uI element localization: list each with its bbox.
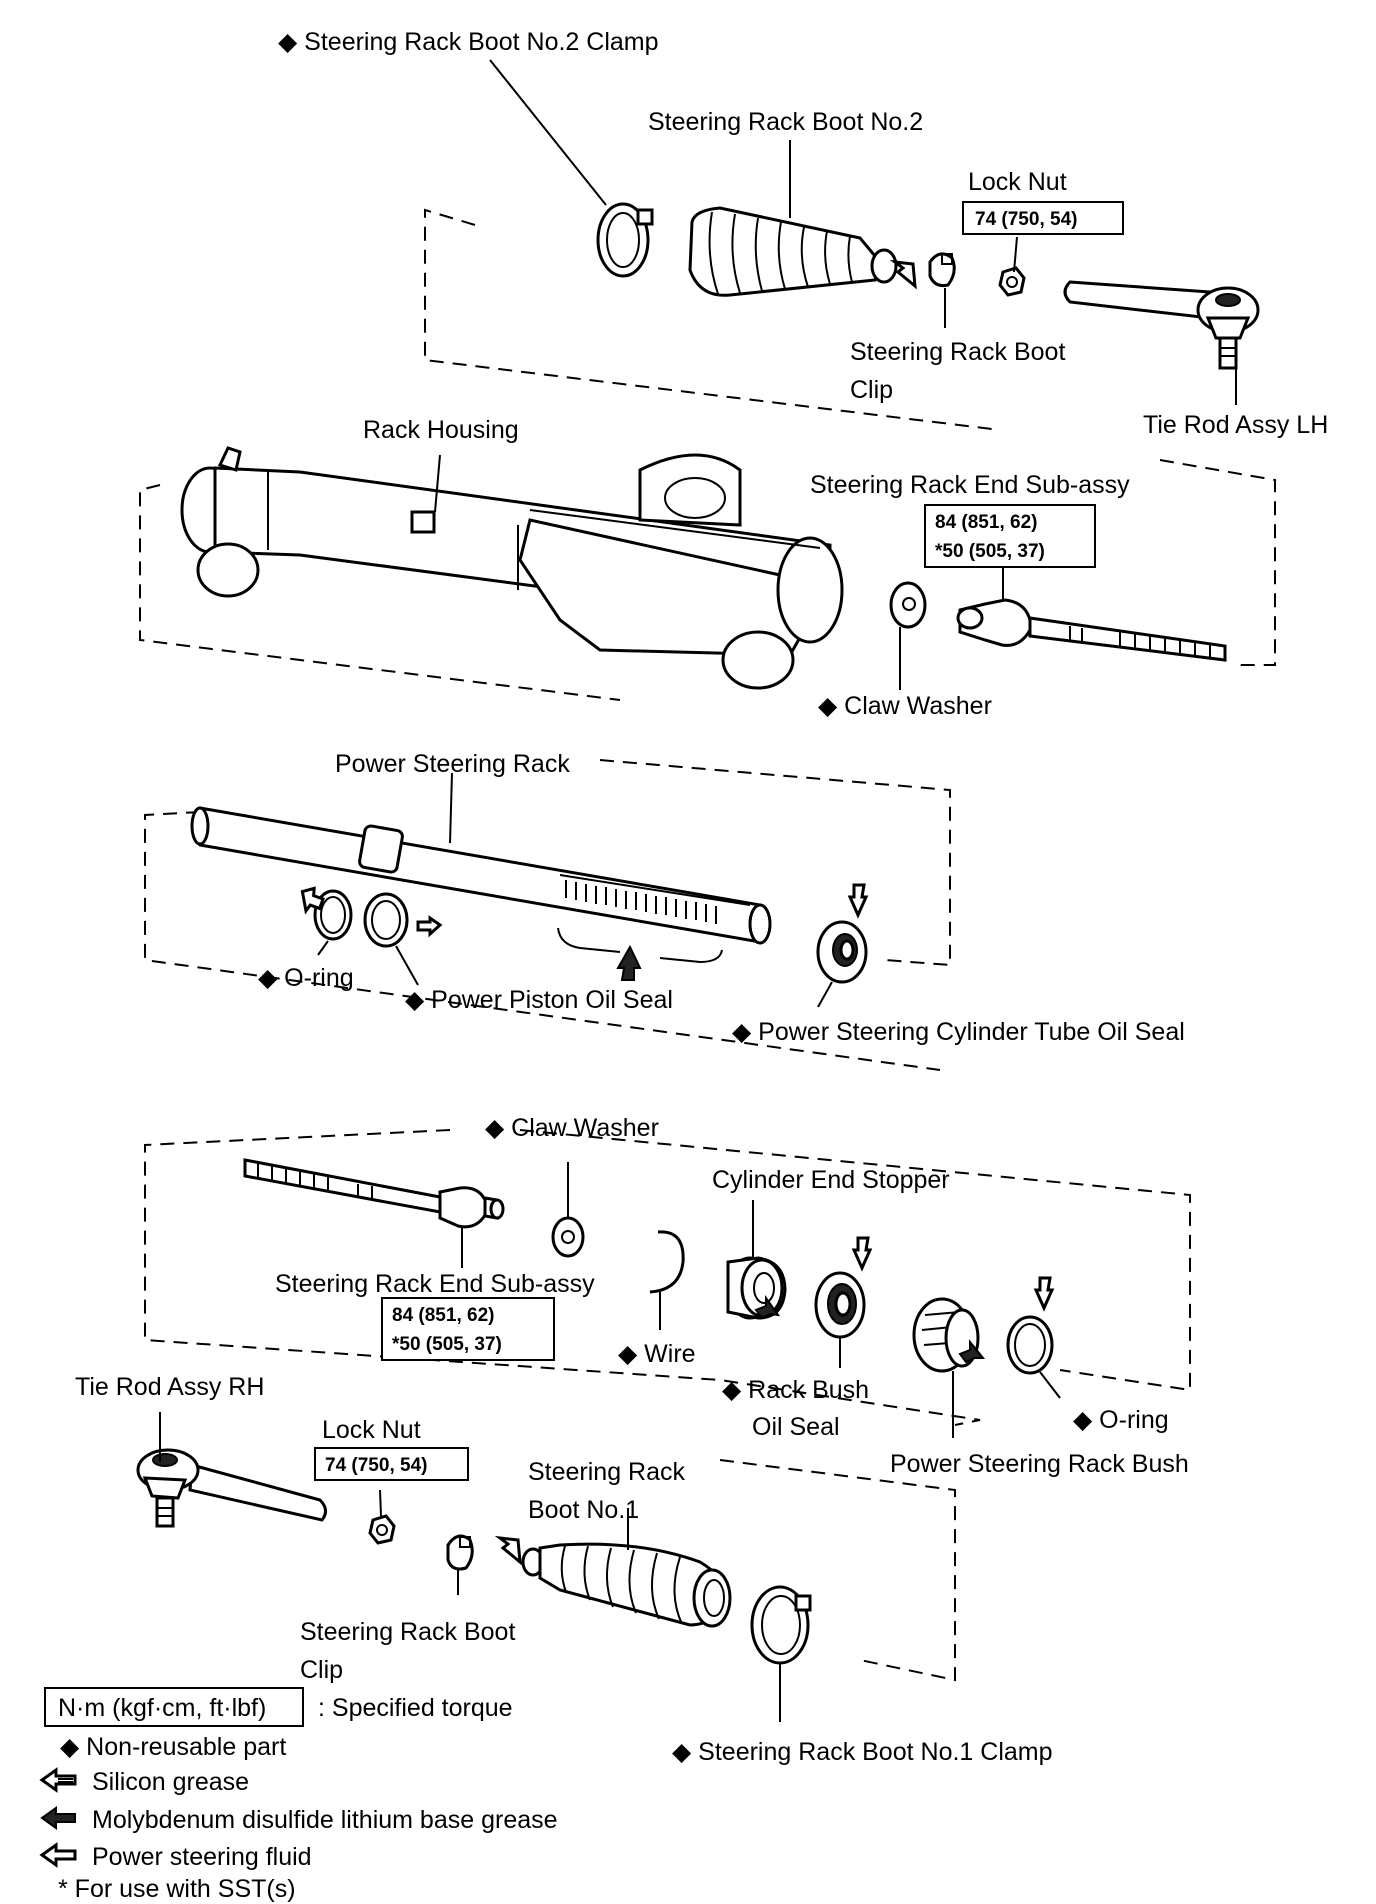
group-rack-bush [144, 1129, 1191, 1438]
cylinder-end-stopper-icon [726, 1256, 787, 1320]
torque-box-rack-end-top [924, 504, 1096, 568]
legend-ps-fluid: Power steering fluid [92, 1843, 312, 1871]
label-rack-housing: Rack Housing [363, 416, 519, 444]
label-tie-rod-rh: Tie Rod Assy RH [75, 1373, 264, 1401]
torque-lock-nut-top: 74 (750, 54) [975, 209, 1077, 230]
legend-non-reusable: ◆ Non-reusable part [60, 1733, 286, 1761]
silicon-grease-arrow-icon [494, 1535, 522, 1566]
claw-washer-bottom-icon [551, 1216, 585, 1258]
label-o-ring-right: ◆ O-ring [1073, 1406, 1169, 1434]
wire-icon [649, 1230, 685, 1294]
boot-clip-top-icon [928, 252, 956, 288]
tie-rod-lh-icon [1063, 280, 1260, 370]
label-boot-no1-line1: Steering Rack [528, 1458, 686, 1486]
label-rack-end-top: Steering Rack End Sub-assy [810, 471, 1130, 499]
label-power-steering-rack-bush: Power Steering Rack Bush [890, 1450, 1189, 1478]
torque-lock-nut-bottom: 74 (750, 54) [325, 1455, 427, 1476]
rack-end-top-icon [956, 598, 1227, 662]
torque-rack-end-bottom-2: *50 (505, 37) [392, 1334, 502, 1355]
molybdenum-grease-legend-icon [40, 1806, 76, 1830]
label-boot-no2-clamp: ◆ Steering Rack Boot No.2 Clamp [278, 28, 659, 56]
boot-no1-clamp-icon [750, 1585, 812, 1665]
label-claw-washer-bottom: ◆ Claw Washer [485, 1114, 659, 1142]
label-power-piston-oil-seal: ◆ Power Piston Oil Seal [405, 986, 673, 1014]
molybdenum-grease-arrow-icon [754, 1294, 781, 1320]
label-lock-nut-top: Lock Nut [968, 168, 1067, 196]
o-ring-right-icon [1006, 1315, 1054, 1375]
rack-bush-oil-seal-icon [814, 1271, 866, 1339]
label-boot-clip-bottom-line2: Clip [300, 1656, 343, 1684]
torque-box-rack-end-bottom [381, 1297, 555, 1361]
legend-torque-units: N·m (kgf·cm, ft·lbf) [58, 1694, 266, 1722]
rack-housing-icon [180, 446, 844, 690]
legend-silicon-grease: Silicon grease [92, 1768, 249, 1796]
torque-rack-end-top-1: 84 (851, 62) [935, 512, 1037, 533]
torque-rack-end-bottom-1: 84 (851, 62) [392, 1305, 494, 1326]
torque-boxes: 74 (750, 54) 84 (851, 62) *50 (505, 37) … [314, 201, 1124, 1481]
power-steering-fluid-arrow-icon [847, 883, 869, 919]
boot-clip-bottom-icon [446, 1534, 474, 1571]
molybdenum-grease-arrow-icon [958, 1339, 986, 1364]
molybdenum-grease-arrow-icon [616, 944, 642, 981]
torque-rack-end-top-2: *50 (505, 37) [935, 541, 1045, 562]
label-claw-washer-top: ◆ Claw Washer [818, 692, 992, 720]
group-boot-no2 [424, 59, 1260, 431]
label-boot-clip-top-line1: Steering Rack Boot [850, 338, 1065, 366]
boot-no2-clamp-icon [596, 202, 654, 278]
label-boot-clip-bottom-line1: Steering Rack Boot [300, 1618, 515, 1646]
group-boot-no1 [136, 1412, 956, 1722]
power-steering-fluid-legend-icon [39, 1842, 77, 1868]
legend: N·m (kgf·cm, ft·lbf) : Specified torque … [39, 1687, 558, 1903]
boot-no1-icon [521, 1542, 732, 1628]
legend-torque-box [44, 1687, 304, 1727]
label-boot-clip-top-line2: Clip [850, 376, 893, 404]
label-lock-nut-bottom: Lock Nut [322, 1416, 421, 1444]
lock-nut-bottom-icon [368, 1514, 396, 1545]
label-boot-no2: Steering Rack Boot No.2 [648, 108, 923, 136]
label-power-steering-rack: Power Steering Rack [335, 750, 570, 778]
power-steering-fluid-arrow-icon [416, 915, 443, 938]
cylinder-tube-oil-seal-icon [816, 920, 868, 984]
power-steering-fluid-arrow-icon [851, 1236, 873, 1272]
claw-washer-top-icon [889, 581, 927, 629]
label-boot-no1-clamp: ◆ Steering Rack Boot No.1 Clamp [672, 1738, 1053, 1766]
group-rack-housing [139, 446, 1276, 701]
labels: ◆ Steering Rack Boot No.2 Clamp Steering… [75, 28, 1328, 1766]
label-wire: ◆ Wire [618, 1340, 696, 1368]
power-steering-fluid-arrow-icon [300, 886, 325, 915]
label-tie-rod-lh: Tie Rod Assy LH [1143, 411, 1328, 439]
label-rack-end-bottom: Steering Rack End Sub-assy [275, 1270, 595, 1298]
legend-torque-desc: : Specified torque [318, 1694, 513, 1722]
group-power-steering-rack [144, 759, 951, 1071]
lock-nut-top-icon [998, 266, 1026, 297]
label-cylinder-end-stopper: Cylinder End Stopper [712, 1166, 950, 1194]
label-rack-bush-oil-seal-line2: Oil Seal [752, 1413, 840, 1441]
tie-rod-rh-icon [136, 1448, 327, 1528]
label-o-ring-left: ◆ O-ring [258, 964, 354, 992]
power-piston-oil-seal-icon [363, 892, 409, 948]
legend-sst: * For use with SST(s) [58, 1875, 296, 1903]
torque-box-lock-nut-top [962, 201, 1124, 235]
silicon-grease-arrow-icon [889, 259, 917, 290]
label-boot-no1-line2: Boot No.1 [528, 1496, 639, 1524]
legend-molybdenum: Molybdenum disulfide lithium base grease [92, 1806, 558, 1834]
label-cylinder-tube-oil-seal: ◆ Power Steering Cylinder Tube Oil Seal [732, 1018, 1185, 1046]
power-steering-rack-icon [190, 806, 772, 945]
o-ring-left-icon [313, 889, 353, 941]
rack-end-bottom-icon [243, 1158, 505, 1229]
torque-box-lock-nut-bottom [314, 1447, 469, 1481]
power-steering-fluid-arrow-icon [1033, 1276, 1055, 1312]
label-rack-bush-oil-seal-line1: ◆ Rack Bush [722, 1376, 869, 1404]
boot-no2-icon [688, 206, 898, 297]
